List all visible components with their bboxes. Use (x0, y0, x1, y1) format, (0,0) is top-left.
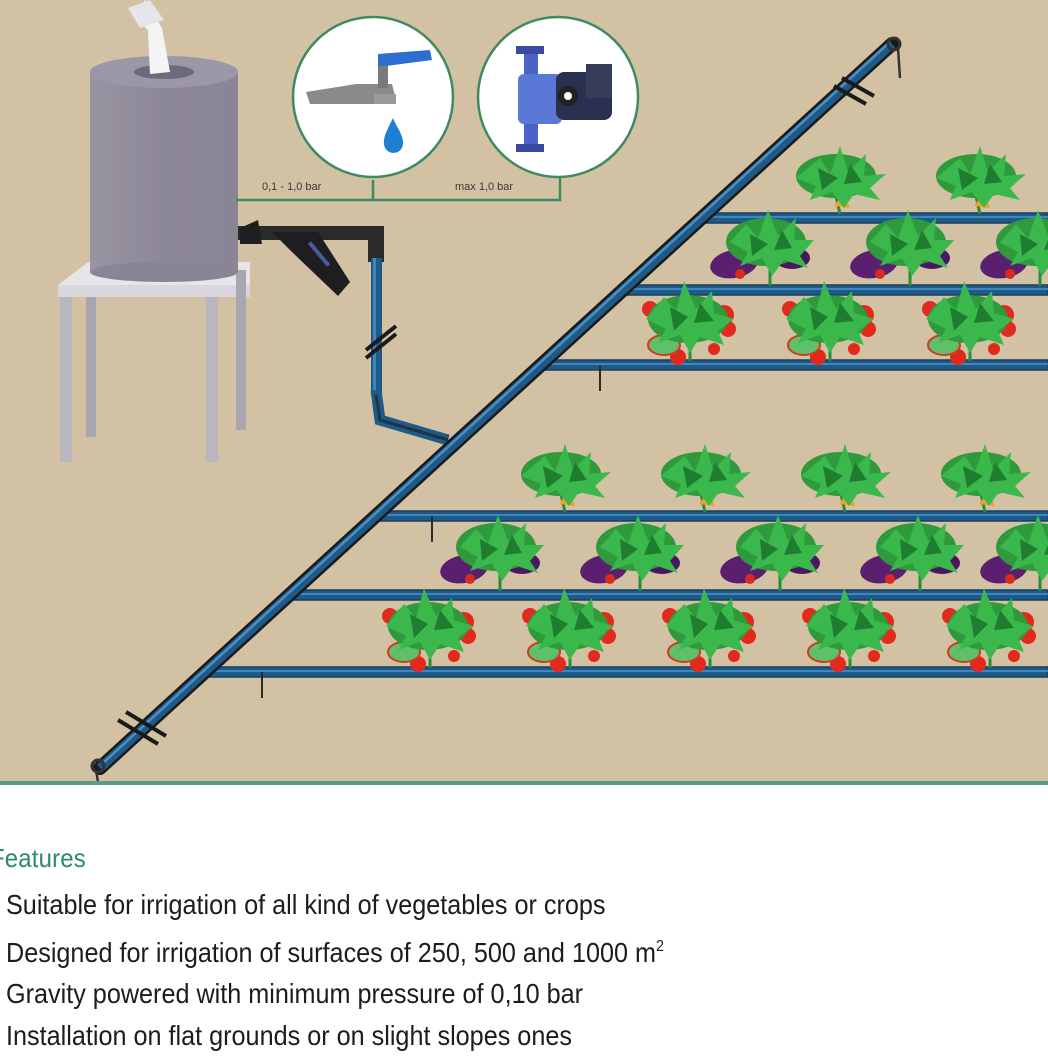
feature-item: Designed for irrigation of surfaces of 2… (6, 926, 664, 974)
superscript-2: 2 (656, 938, 664, 955)
feature-item: Gravity powered with minimum pressure of… (6, 973, 664, 1015)
lettuce-plant (661, 444, 751, 512)
lettuce-plant (521, 444, 611, 512)
eggplant-plant (578, 515, 684, 591)
irrigation-diagram: 0,1 - 1,0 bar max 1,0 bar (0, 0, 1048, 785)
feature-item: Installation on flat grounds or on sligh… (6, 1015, 664, 1056)
feature-text: Gravity powered with minimum pressure of… (6, 978, 583, 1009)
lateral-highlight (541, 363, 1048, 365)
eggplant-plant (718, 515, 824, 591)
lettuce-plant (801, 444, 891, 512)
feature-text: Installation on flat grounds or on sligh… (6, 1020, 572, 1051)
feature-text: Designed for irrigation of surfaces of 2… (6, 937, 656, 968)
supply-pipe-drop (366, 258, 448, 440)
tap-icon (293, 17, 453, 177)
features-list: Suitable for irrigation of all kind of v… (6, 884, 737, 1056)
feature-text: Suitable for irrigation of all kind of v… (6, 889, 606, 920)
disc-filter (238, 220, 384, 296)
ground-line (0, 781, 1048, 785)
pump-pressure-label: max 1,0 bar (455, 181, 513, 193)
lateral-highlight (289, 593, 1048, 595)
lateral-highlight (205, 670, 1048, 672)
water-tank (90, 0, 238, 282)
pump-icon (478, 17, 638, 177)
lettuce-plant (941, 444, 1031, 512)
features-title: Features (0, 840, 86, 876)
tank-stand (58, 262, 250, 462)
eggplant-plant (858, 515, 964, 591)
tap-pressure-label: 0,1 - 1,0 bar (262, 181, 322, 193)
lateral-highlight (702, 216, 1048, 218)
lettuce-plant (796, 146, 886, 214)
lettuce-plant (936, 146, 1026, 214)
eggplant-plant (978, 515, 1048, 591)
lateral-highlight (376, 514, 1048, 516)
eggplant-plant (438, 515, 544, 591)
feature-item: Suitable for irrigation of all kind of v… (6, 884, 664, 926)
